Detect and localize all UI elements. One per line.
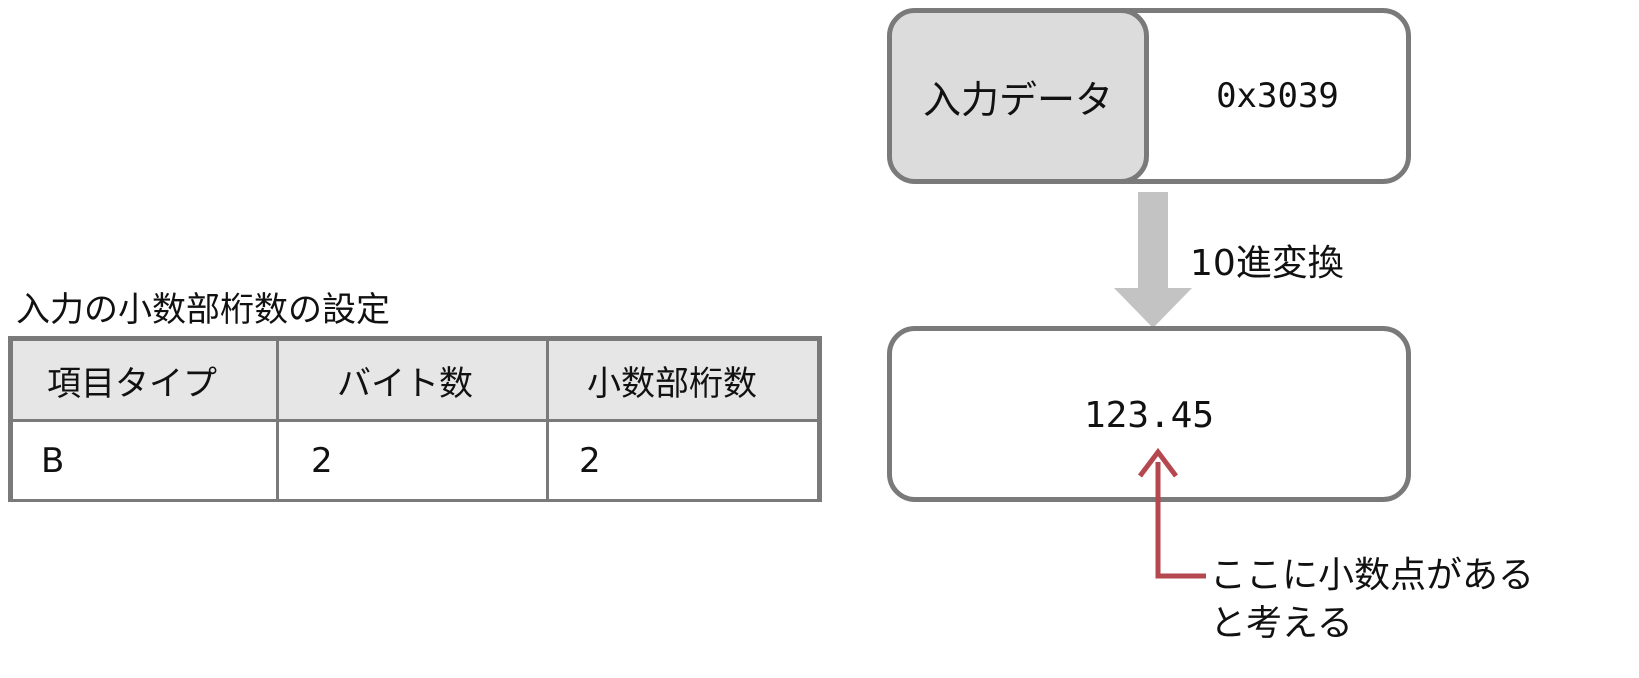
header-decimal-digits: 小数部桁数 <box>587 363 757 404</box>
input-data-value: 0x3039 <box>1216 76 1339 116</box>
annotation-line-1: ここに小数点がある <box>1210 555 1535 596</box>
table-header-row: 項目タイプ バイト数 小数部桁数 <box>13 341 817 422</box>
input-data-box: 入力データ 0x3039 <box>887 8 1411 184</box>
cell-byte-count: 2 <box>279 422 549 499</box>
conversion-label: 10進変換 <box>1190 243 1344 284</box>
result-value: 123.45 <box>1083 395 1215 436</box>
down-arrow-icon <box>1114 192 1192 328</box>
header-byte-count: バイト数 <box>279 341 549 419</box>
cell-item-type: B <box>13 422 279 499</box>
callout-line <box>1155 462 1206 579</box>
callout-arrowhead <box>1138 447 1178 478</box>
result-box: 123.45 <box>887 326 1411 502</box>
input-data-label: 入力データ <box>892 13 1149 179</box>
up-arrow-icon <box>1138 447 1206 579</box>
annotation-line-2: と考える <box>1210 603 1353 644</box>
header-item-type: 項目タイプ <box>13 341 279 419</box>
annotation-text: ここに小数点がある と考える <box>1210 552 1630 648</box>
settings-table: 項目タイプ バイト数 小数部桁数 B 2 2 <box>8 336 822 502</box>
settings-title: 入力の小数部桁数の設定 <box>16 290 390 330</box>
cell-decimal-digits: 2 <box>579 440 601 481</box>
down-arrow-shape <box>1114 192 1192 328</box>
table-row: B 2 2 <box>13 422 817 499</box>
